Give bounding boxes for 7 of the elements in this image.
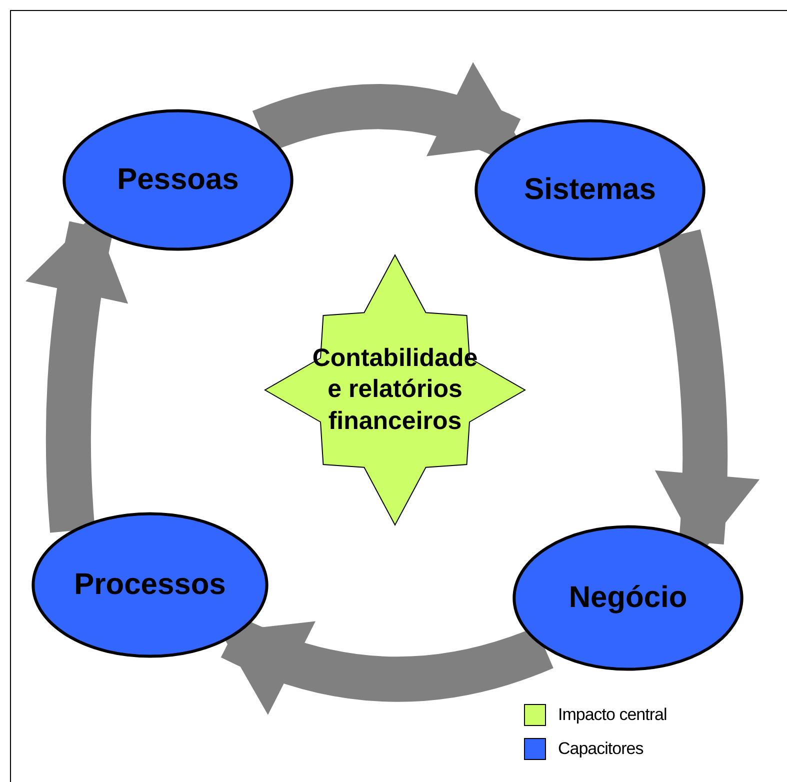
legend-text: Capacitores — [558, 739, 644, 759]
legend-text: Impacto central — [558, 705, 667, 725]
node-label: Processos — [74, 567, 226, 604]
node-label: Pessoas — [117, 162, 239, 198]
node-label: Contabilidade e relatórios financeiros — [311, 343, 479, 437]
node-label: Sistemas — [524, 172, 656, 208]
node-label: Negócio — [568, 580, 688, 616]
